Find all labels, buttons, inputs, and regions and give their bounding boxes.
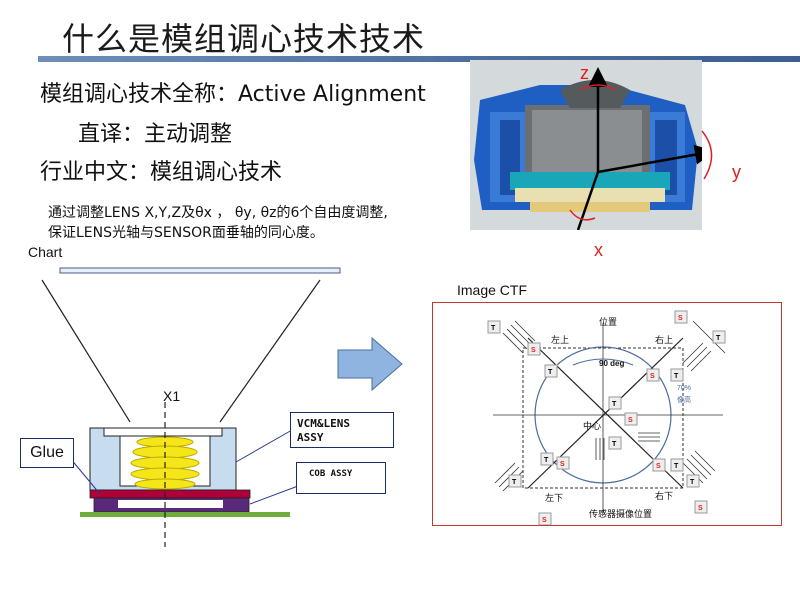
- ctf-angle-label: 90 deg: [599, 359, 625, 368]
- description-line-1: 通过调整LENS X,Y,Z及θx ， θy, θz的6个自由度调整,: [48, 205, 388, 221]
- description-line-2: 保证LENS光轴与SENSOR面垂轴的同心度。: [48, 225, 324, 241]
- ctf-diagram: T S S T T S T T S T T S S T T T S S: [487, 310, 726, 526]
- svg-text:T: T: [674, 463, 679, 470]
- svg-text:T: T: [612, 441, 617, 448]
- svg-text:T: T: [491, 325, 496, 332]
- ctf-top-right-label: 右上: [655, 335, 674, 345]
- svg-text:T: T: [512, 479, 517, 486]
- module-cad-image: [470, 60, 702, 230]
- ctf-percent-label: 70%: [677, 385, 692, 392]
- axis-y-label: y: [732, 162, 741, 182]
- axis-x-label: x: [594, 240, 603, 260]
- chart-plate: [59, 267, 341, 274]
- ctf-bottom-right-label: 右下: [655, 491, 674, 501]
- ctf-top-label: 位置: [599, 317, 618, 327]
- axis-z-label: z: [580, 63, 589, 83]
- svg-text:S: S: [650, 373, 655, 380]
- ctf-bottom-left-label: 左下: [545, 493, 564, 503]
- svg-text:S: S: [531, 347, 536, 354]
- ctf-diagram-box: T S S T T S T T S T T S S T T T S S 位置 左…: [432, 302, 782, 526]
- svg-text:T: T: [716, 335, 721, 342]
- ctf-bottom-label: 传感器摄像位置: [589, 509, 653, 519]
- svg-text:S: S: [678, 315, 683, 322]
- pcb-board: [80, 512, 290, 517]
- svg-text:T: T: [544, 457, 549, 464]
- vcm-label-line2: ASSY: [297, 431, 324, 444]
- svg-text:S: S: [698, 505, 703, 512]
- svg-text:S: S: [560, 461, 565, 468]
- transition-arrow-icon: [337, 336, 403, 392]
- vcm-lens-callout: VCM&LENS ASSY: [290, 412, 394, 448]
- chart-label: Chart: [28, 244, 63, 260]
- y-rotation-arrow: [701, 130, 713, 180]
- alignment-diagram: [41, 267, 341, 547]
- translation-line: 直译：主动调整: [78, 122, 233, 147]
- title-underline-bar: [38, 56, 800, 62]
- industry-line: 行业中文：模组调心技术: [40, 160, 283, 185]
- glue-callout: Glue: [20, 438, 74, 468]
- ctf-height-label: 像高: [677, 397, 691, 404]
- svg-text:S: S: [656, 463, 661, 470]
- vcm-label-line1: VCM&LENS: [297, 417, 350, 430]
- svg-text:S: S: [542, 517, 547, 524]
- svg-text:T: T: [548, 369, 553, 376]
- ctf-top-left-label: 左上: [551, 335, 570, 345]
- svg-text:S: S: [628, 417, 633, 424]
- fullname-line: 模组调心技术全称：Active Alignment: [40, 82, 426, 107]
- svg-text:T: T: [674, 373, 679, 380]
- cad-illustration: [470, 60, 702, 230]
- ctf-heading: Image CTF: [457, 282, 528, 298]
- svg-text:T: T: [690, 479, 695, 486]
- x1-label: X1: [163, 388, 181, 404]
- svg-text:T: T: [612, 401, 617, 408]
- glue-layer: [89, 489, 251, 499]
- page-title: 什么是模组调心技术技术: [62, 20, 426, 58]
- cob-assy-callout: COB ASSY: [296, 462, 386, 494]
- ctf-center-label: 中心: [583, 421, 602, 431]
